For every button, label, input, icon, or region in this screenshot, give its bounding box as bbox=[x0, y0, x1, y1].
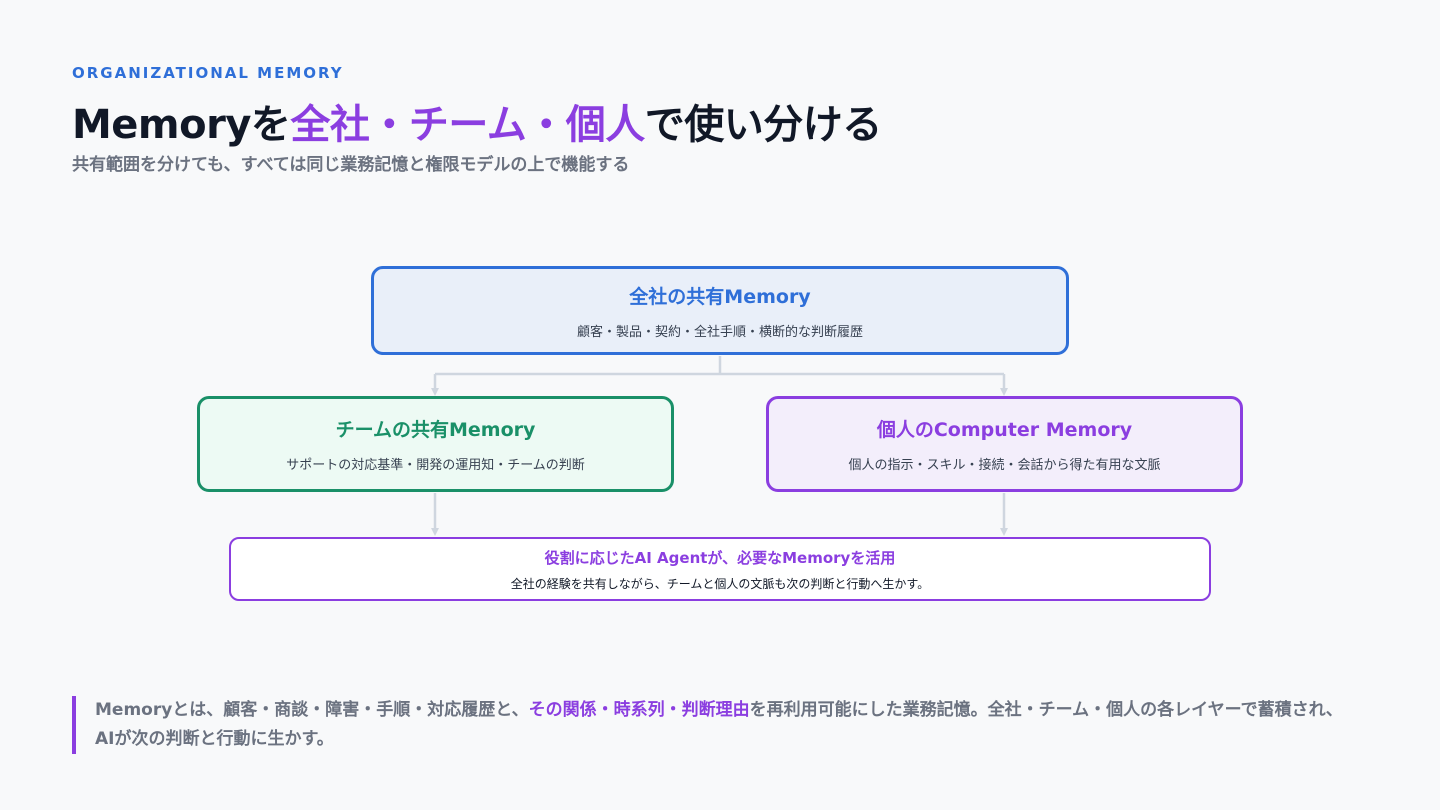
team-memory-box: チームの共有Memory サポートの対応基準・開発の運用知・チームの判断 bbox=[197, 396, 674, 492]
company-memory-title: 全社の共有Memory bbox=[629, 285, 811, 308]
footer-note: Memoryとは、顧客・商談・障害・手順・対応履歴と、その関係・時系列・判断理由… bbox=[72, 696, 1362, 754]
personal-memory-desc: 個人の指示・スキル・接続・会話から得た有用な文脈 bbox=[848, 458, 1161, 473]
footer-text-pre: Memoryとは、顧客・商談・障害・手順・対応履歴と、 bbox=[95, 700, 529, 720]
ai-agent-box: 役割に応じたAI Agentが、必要なMemoryを活用 全社の経験を共有しなが… bbox=[229, 537, 1211, 601]
title-accent: 全社・チーム・個人 bbox=[290, 102, 645, 148]
team-memory-desc: サポートの対応基準・開発の運用知・チームの判断 bbox=[286, 458, 585, 473]
team-memory-title: チームの共有Memory bbox=[335, 419, 536, 441]
footer-highlight: その関係・時系列・判断理由 bbox=[528, 700, 750, 720]
page-title: Memoryを全社・チーム・個人で使い分ける bbox=[72, 92, 882, 150]
personal-memory-box: 個人のComputer Memory 個人の指示・スキル・接続・会話から得た有用… bbox=[766, 396, 1243, 492]
eyebrow-label: ORGANIZATIONAL MEMORY bbox=[72, 64, 344, 82]
title-prefix: Memoryを bbox=[72, 102, 291, 148]
company-memory-desc: 顧客・製品・契約・全社手順・横断的な判断履歴 bbox=[576, 324, 863, 340]
page-subtitle: 共有範囲を分けても、すべては同じ業務記憶と権限モデルの上で機能する bbox=[72, 155, 630, 175]
title-suffix: で使い分ける bbox=[644, 102, 883, 148]
ai-agent-title: 役割に応じたAI Agentが、必要なMemoryを活用 bbox=[544, 548, 896, 567]
company-memory-box: 全社の共有Memory 顧客・製品・契約・全社手順・横断的な判断履歴 bbox=[371, 266, 1069, 355]
personal-memory-title: 個人のComputer Memory bbox=[876, 419, 1133, 441]
footer-text-post: を再利用可能にした業務記憶。全社・チーム・個人の各レイヤーで蓄積され、AIが次の… bbox=[95, 700, 1343, 749]
ai-agent-desc: 全社の経験を共有しながら、チームと個人の文脈も次の判断と行動へ生かす。 bbox=[510, 576, 930, 591]
